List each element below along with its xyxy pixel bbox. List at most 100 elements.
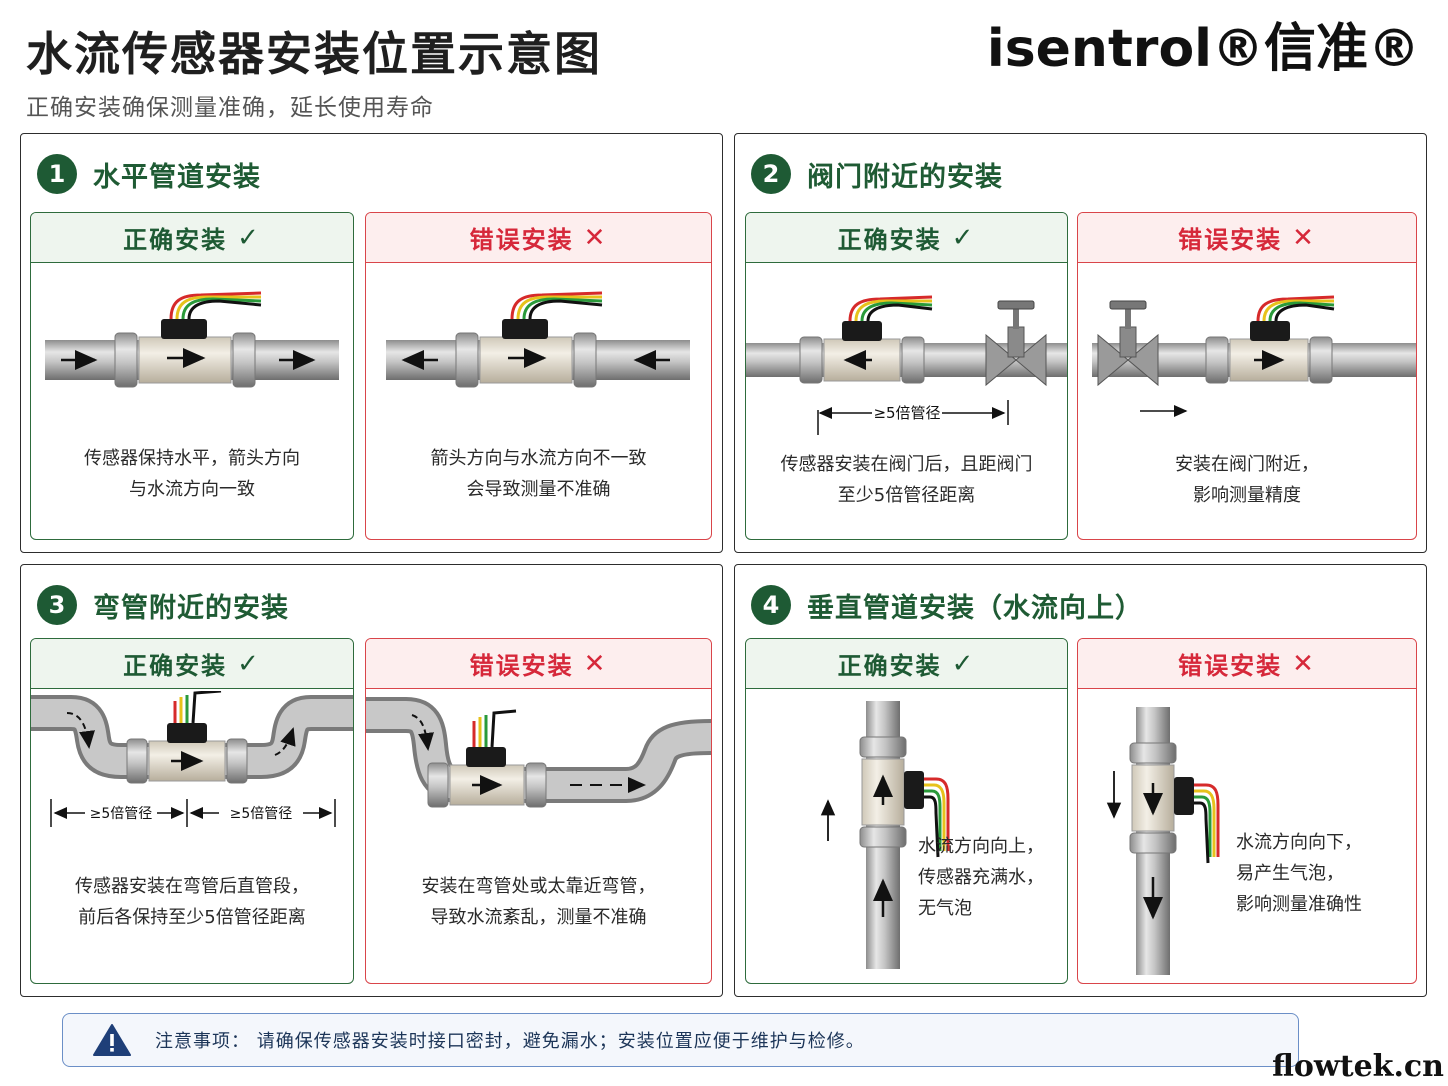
section-number-badge: 1: [37, 154, 77, 194]
pipe-coupling: [1129, 742, 1177, 764]
valve-stem: [1013, 307, 1019, 329]
footer-watermark: flowtek.cn: [1272, 1049, 1444, 1084]
section-near-valve: 2 阀门附近的安装 正确安装 ✓ ≥5倍管径: [734, 133, 1427, 553]
correct-install-header: 正确安装 ✓: [31, 639, 353, 689]
pipe-coupling: [901, 336, 925, 384]
correct-install-header: 正确安装 ✓: [746, 639, 1067, 689]
valve-handwheel: [1109, 300, 1147, 310]
pipe-coupling: [1205, 336, 1229, 384]
dimension-label: ≥5倍管径: [230, 806, 293, 822]
wire: [1268, 301, 1335, 322]
valve-wrong-illustration: [1092, 295, 1416, 417]
check-icon: ✓: [237, 222, 261, 253]
wire: [528, 299, 603, 320]
valve-stem: [1007, 326, 1025, 358]
correct-install-label: 正确安装: [123, 652, 228, 680]
correct-install-card: 正确安装 ✓ ≥5倍管径 传感器安装在阀门后，且距阀门 至少: [745, 212, 1068, 540]
section-header: 3 弯管附近的安装: [37, 583, 289, 627]
notice-bar: 注意事项： 请确保传感器安装时接口密封，避免漏水；安装位置应便于维护与检修。: [62, 1013, 1299, 1067]
wrong-install-card: 错误安装 ✕ 水流方向向下， 易产生气泡， 影响测量准确性: [1077, 638, 1417, 984]
wire: [175, 295, 261, 320]
valve-correct-illustration: ≥5倍管径: [746, 295, 1067, 435]
correct-install-label: 正确安装: [837, 652, 942, 680]
section-header: 4 垂直管道安装（水流向上）: [751, 583, 1143, 627]
flow-arrow-curve: [66, 712, 95, 749]
wire: [924, 783, 946, 851]
check-icon: ✓: [951, 222, 976, 253]
valve-handwheel: [997, 300, 1035, 310]
correct-install-description: 传感器安装在阀门后，且距阀门 至少5倍管径距离: [780, 454, 1033, 506]
wire: [854, 299, 932, 322]
page-title: 水流传感器安装位置示意图: [26, 27, 602, 81]
valve-body: [1097, 333, 1159, 387]
sensor-body: [479, 336, 573, 384]
wire: [510, 291, 603, 320]
section-title: 阀门附近的安装: [807, 161, 1003, 193]
section-header: 2 阀门附近的安装: [751, 152, 1003, 196]
wrong-install-header: 错误安装 ✕: [366, 639, 711, 689]
elbow-correct-illustration: ≥5倍管径 ≥5倍管径: [31, 691, 353, 827]
sensor-cap: [167, 723, 207, 743]
wrong-install-label: 错误安装: [469, 226, 574, 254]
pipe-coupling: [114, 332, 138, 388]
section-title: 弯管附近的安装: [93, 592, 289, 624]
wire: [924, 789, 942, 851]
wire: [1194, 783, 1220, 857]
section-near-elbow: 3 弯管附近的安装 正确安装 ✓: [20, 564, 723, 997]
section-number-badge: 4: [751, 585, 791, 625]
wrong-install-description: 箭头方向与水流方向不一致 会导致测量不准确: [430, 448, 647, 500]
pipe-coupling: [573, 332, 597, 388]
sensor-body: [138, 336, 232, 384]
flow-arrow-curve: [274, 727, 296, 756]
wire: [1274, 303, 1335, 322]
correct-install-description: 传感器安装在弯管后直管段， 前后各保持至少5倍管径距离: [75, 876, 309, 928]
wire: [848, 295, 933, 322]
elbow-wrong-illustration: [366, 697, 711, 808]
sensor-cap: [904, 771, 924, 809]
check-icon: ✓: [237, 648, 261, 679]
section-number-badge: 2: [751, 154, 791, 194]
sensor-cap: [1250, 321, 1290, 341]
wrong-install-card: 错误安装 ✕ 安装在弯管处或太靠近弯管， 导致水流紊乱，测量不准确: [365, 638, 712, 984]
wire: [181, 297, 262, 320]
wrong-install-description: 安装在阀门附近， 影响测量精度: [1175, 454, 1319, 506]
correct-install-description: 传感器保持水平，箭头方向 与水流方向一致: [84, 448, 300, 500]
wire: [924, 795, 940, 858]
wrong-install-card: 错误安装 ✕ 箭头方向与水流方向不一致 会导致测量不准确: [365, 212, 712, 540]
pipe-coupling: [1129, 832, 1177, 854]
correct-install-label: 正确安装: [837, 226, 942, 254]
section-number-badge: 3: [37, 585, 77, 625]
wrong-install-description: 水流方向向下， 易产生气泡， 影响测量准确性: [1236, 832, 1362, 915]
cross-icon: ✕: [583, 648, 608, 679]
dimension-label: ≥5倍管径: [873, 404, 940, 422]
wrong-install-header: 错误安装 ✕: [1078, 213, 1416, 263]
correct-install-description: 水流方向向上， 传感器充满水， 无气泡: [918, 836, 1044, 919]
pipe-coupling: [226, 738, 248, 784]
wrong-install-card: 错误安装 ✕ 安装在阀门附近， 影响测量精度: [1077, 212, 1417, 540]
sensor-cap: [161, 319, 207, 339]
sensor-cap: [502, 319, 548, 339]
wire: [1262, 299, 1334, 322]
wrong-install-label: 错误安装: [1178, 226, 1283, 254]
wire: [490, 709, 517, 748]
cross-icon: ✕: [1292, 222, 1316, 253]
pipe-coupling: [799, 336, 823, 384]
page-subtitle: 正确安装确保测量准确，延长使用寿命: [26, 95, 434, 121]
horizontal-correct-illustration: [45, 291, 339, 388]
cross-icon: ✕: [583, 222, 608, 253]
sensor-cap: [842, 321, 882, 341]
pipe-coupling: [859, 736, 907, 758]
section-vertical-pipe: 4 垂直管道安装（水流向上） 正确安装 ✓ 水流方向向上， 传感器充满水， 无气…: [734, 564, 1427, 997]
notice-text: 注意事项： 请确保传感器安装时接口密封，避免漏水；安装位置应便于维护与检修。: [155, 1031, 865, 1052]
correct-install-card: 正确安装 ✓ ≥5倍管径 ≥5倍管径: [30, 638, 354, 984]
pipe-coupling: [859, 826, 907, 848]
section-title: 水平管道安装: [93, 161, 261, 193]
warning-icon: [93, 1024, 131, 1056]
vertical-wrong-illustration: [1106, 707, 1220, 975]
pipe-coupling: [427, 762, 449, 808]
correct-install-header: 正确安装 ✓: [746, 213, 1067, 263]
correct-install-header: 正确安装 ✓: [31, 213, 353, 263]
wire: [924, 777, 950, 851]
section-horizontal-pipe: 1 水平管道安装 正确安装 ✓ 传感器保持水平，箭头方向 与水流方向一致: [20, 133, 723, 553]
valve-stem: [1125, 307, 1131, 329]
